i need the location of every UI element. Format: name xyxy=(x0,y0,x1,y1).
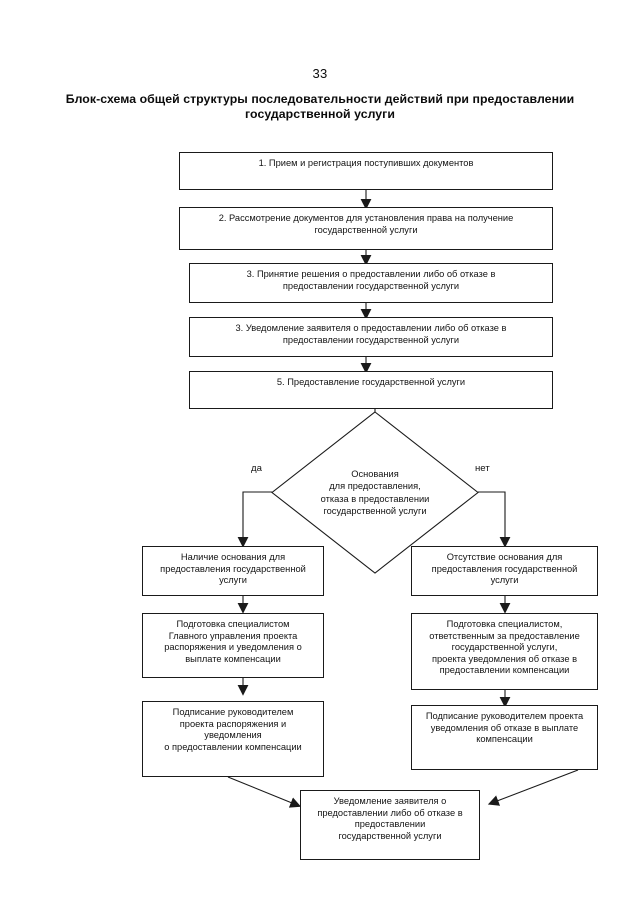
flow-node-yes3-label: Подписание руководителем проекта распоря… xyxy=(164,707,302,752)
connector-no3-final xyxy=(487,769,579,806)
flow-node-yes2-label: Подготовка специалистом Главного управле… xyxy=(164,619,302,664)
flow-node-no3-label: Подписание руководителем проекта уведомл… xyxy=(425,711,584,745)
flow-node-yes1: Наличие основания для предоставления гос… xyxy=(142,546,324,596)
flow-node-step5-label: 5. Предоставление государственной услуги xyxy=(276,377,466,387)
flow-node-no1-label: Отсутствие основания для предоставления … xyxy=(431,552,578,586)
connector-yes3-final xyxy=(227,776,302,808)
flow-node-step1-label: 1. Прием и регистрация поступивших докум… xyxy=(258,158,474,168)
branch-label-no: нет xyxy=(475,463,490,474)
flow-node-step2: 2. Рассмотрение документов для установле… xyxy=(179,207,553,250)
flow-node-no2-label: Подготовка специалистом, ответственным з… xyxy=(429,619,580,676)
flow-node-step5: 5. Предоставление государственной услуги xyxy=(189,371,553,409)
flow-node-no2: Подготовка специалистом, ответственным з… xyxy=(411,613,598,690)
flow-node-yes1-label: Наличие основания для предоставления гос… xyxy=(160,552,306,586)
flow-node-step1: 1. Прием и регистрация поступивших докум… xyxy=(179,152,553,190)
flow-node-decision-label: Основания для предоставления, отказа в п… xyxy=(320,468,430,516)
flow-node-no3: Подписание руководителем проекта уведомл… xyxy=(411,705,598,770)
flow-node-final-label: Уведомление заявителя о предоставлении л… xyxy=(317,796,463,841)
page-number: 33 xyxy=(312,66,328,81)
flow-node-step4: 3. Уведомление заявителя о предоставлени… xyxy=(189,317,553,357)
connector-decision-yes xyxy=(237,491,272,548)
flow-node-yes3: Подписание руководителем проекта распоря… xyxy=(142,701,324,777)
decision-diamond-shape xyxy=(271,411,479,574)
flow-node-step2-label: 2. Рассмотрение документов для установле… xyxy=(218,213,514,235)
flow-node-step3-label: 3. Принятие решения о предоставлении либ… xyxy=(246,269,496,291)
flow-node-step4-label: 3. Уведомление заявителя о предоставлени… xyxy=(235,323,507,345)
flow-node-step3: 3. Принятие решения о предоставлении либ… xyxy=(189,263,553,303)
connector-decision-no xyxy=(478,491,511,548)
flow-node-final: Уведомление заявителя о предоставлении л… xyxy=(300,790,480,860)
page-title: Блок-схема общей структуры последователь… xyxy=(65,92,575,121)
flow-node-decision: Основания для предоставления, отказа в п… xyxy=(271,411,479,574)
flow-node-no1: Отсутствие основания для предоставления … xyxy=(411,546,598,596)
branch-label-yes: да xyxy=(251,463,262,474)
flow-node-yes2: Подготовка специалистом Главного управле… xyxy=(142,613,324,678)
